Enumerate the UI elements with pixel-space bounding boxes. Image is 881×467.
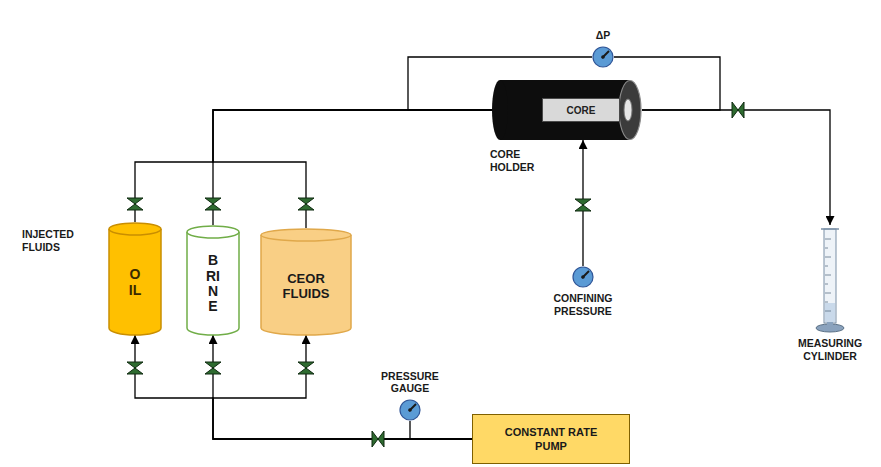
- core-label: CORE: [567, 105, 596, 116]
- pressure-gauge: PRESSURE GAUGE: [399, 399, 421, 421]
- gauge-hub: [581, 275, 585, 279]
- valve-symbol: [372, 431, 384, 447]
- pipe-line: [213, 335, 472, 439]
- cylinder-body: [261, 235, 351, 335]
- valve-symbol: [298, 198, 314, 210]
- confining-gauge: CONFINING PRESSURE: [572, 266, 594, 288]
- pipe-line: [135, 110, 492, 222]
- graduations: [825, 239, 831, 311]
- pipe-line: [213, 335, 472, 439]
- valve-symbol: [732, 102, 744, 118]
- gauge-label: CONFINING PRESSURE: [538, 292, 628, 317]
- gauge-dial: [573, 267, 593, 287]
- brine-cylinder: BRINE: [186, 225, 240, 335]
- section-label: INJECTED FLUIDS: [22, 228, 102, 253]
- gauge-label: PRESSURE GAUGE: [372, 370, 448, 395]
- valve-symbol: [205, 198, 221, 210]
- confining-gauge-shape: [572, 266, 594, 288]
- cylinder-caption: MEASURING CYLINDER: [785, 337, 875, 362]
- holder-right-cap: [619, 81, 641, 140]
- valve-symbol: [575, 199, 591, 211]
- cylinder-lip: [821, 228, 839, 230]
- measuring-cylinder: MEASURING CYLINDER: [810, 225, 850, 333]
- gauge-hub: [601, 55, 605, 59]
- gauge-needle: [582, 271, 589, 278]
- valve-symbol: [205, 362, 221, 374]
- measuring-cylinder-shape: [810, 225, 850, 333]
- dp-gauge: ΔP: [592, 46, 614, 68]
- gauge-needle: [409, 404, 416, 411]
- holder-left-end: [492, 80, 508, 140]
- valve-symbol: [127, 198, 143, 210]
- core-sample: CORE: [542, 98, 620, 122]
- gauge-dial: [400, 400, 420, 420]
- pump-box: CONSTANT RATE PUMP: [472, 414, 630, 464]
- pump-label: CONSTANT RATE PUMP: [496, 425, 606, 454]
- gauge-hub: [408, 408, 412, 412]
- gauge-needle: [602, 51, 609, 58]
- cylinder-stem: [827, 322, 833, 326]
- cylinder-body: [187, 232, 239, 335]
- gauge-dial: [593, 47, 613, 67]
- cylinder-liquid: [825, 303, 835, 322]
- valve-symbol: [298, 362, 314, 374]
- cylinder-tube: [824, 229, 836, 323]
- cylinder-body: [109, 229, 161, 335]
- dp-gauge-shape: [592, 46, 614, 68]
- pipe-line: [135, 335, 472, 439]
- pipe-line: [642, 110, 830, 225]
- core-holder: CORECORE HOLDER: [492, 80, 642, 140]
- gauge-label: ΔP: [583, 29, 623, 42]
- pipe-line: [410, 421, 472, 439]
- cylinder-top: [261, 229, 351, 241]
- holder-body: [500, 80, 630, 140]
- pipe-line: [213, 110, 492, 228]
- ceor-cylinder: CEOR FLUIDS: [260, 228, 352, 335]
- valve-symbol: [127, 362, 143, 374]
- cylinder-label: BRINE: [206, 253, 220, 315]
- oil-cylinder: OIL: [108, 222, 162, 335]
- cylinder-top: [187, 226, 239, 238]
- pressure-gauge-shape: [399, 399, 421, 421]
- pipe-line: [582, 140, 583, 266]
- holder-label: CORE HOLDER: [490, 148, 552, 173]
- pipe-line: [213, 110, 492, 225]
- cylinder-label: CEOR FLUIDS: [265, 271, 347, 301]
- cylinder-top: [109, 223, 161, 235]
- holder-plug: [624, 99, 632, 121]
- cylinder-label: OIL: [128, 267, 142, 298]
